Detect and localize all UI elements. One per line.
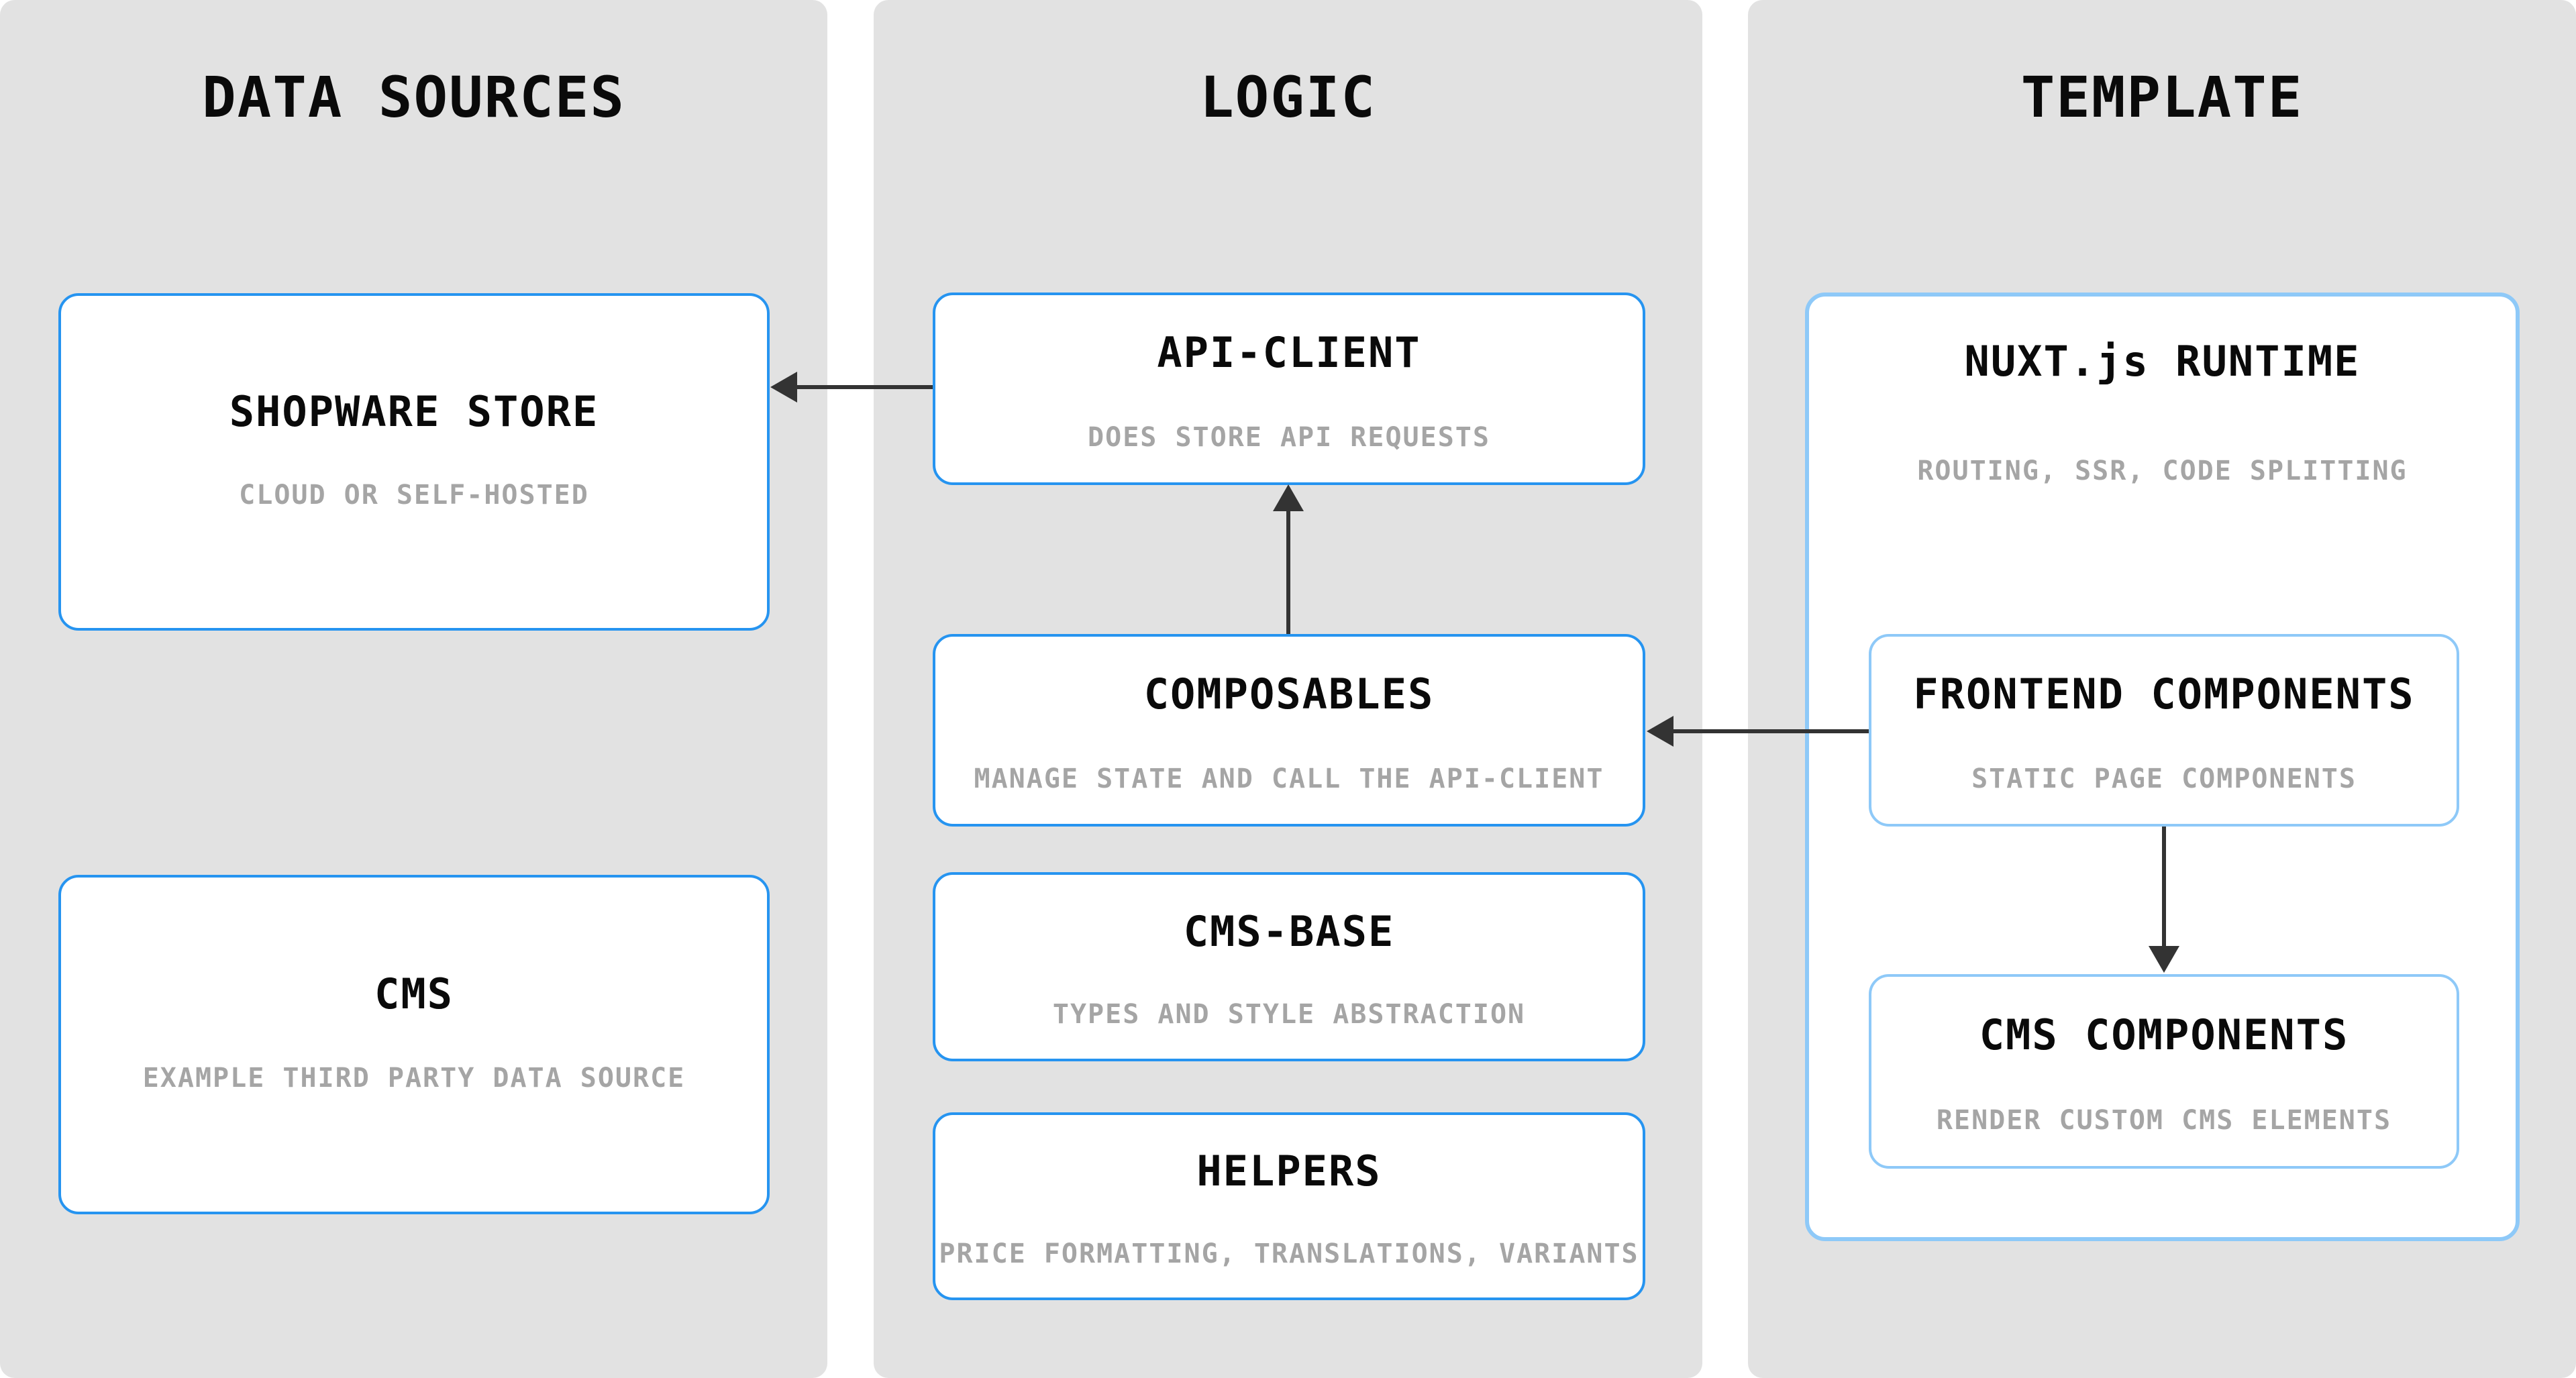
box-subtitle: TYPES AND STYLE ABSTRACTION [1052,999,1526,1030]
column-heading-template: TEMPLATE [2020,64,2304,130]
box-subtitle: EXAMPLE THIRD PARTY DATA SOURCE [142,1062,686,1094]
box-subtitle: ROUTING, SSR, CODE SPLITTING [1917,456,2408,486]
box-title: API-CLIENT [1157,328,1421,378]
box-subtitle: PRICE FORMATTING, TRANSLATIONS, VARIANTS [939,1238,1639,1269]
box-composables: COMPOSABLES MANAGE STATE AND CALL THE AP… [933,634,1645,827]
box-shopware-store: SHOPWARE STORE CLOUD OR SELF-HOSTED [58,293,770,631]
arrowhead-left-icon [1647,716,1673,747]
box-title: SHOPWARE STORE [229,387,599,437]
box-subtitle: MANAGE STATE AND CALL THE API-CLIENT [974,763,1604,795]
box-subtitle: STATIC PAGE COMPONENTS [1971,763,2357,795]
box-cms-components: CMS COMPONENTS RENDER CUSTOM CMS ELEMENT… [1869,974,2459,1169]
arrowhead-left-icon [770,372,797,403]
arrow-line-composables-to-api-client [1286,509,1290,634]
box-subtitle: DOES STORE API REQUESTS [1088,422,1490,454]
arrowhead-down-icon [2149,946,2179,973]
box-frontend-components: FRONTEND COMPONENTS STATIC PAGE COMPONEN… [1869,634,2459,827]
arrow-line-api-client-to-shopware-store [796,385,933,389]
box-title: CMS COMPONENTS [1979,1010,2349,1060]
column-heading-data-sources: DATA SOURCES [202,64,625,130]
box-title: NUXT.js RUNTIME [1964,337,2361,386]
box-helpers: HELPERS PRICE FORMATTING, TRANSLATIONS, … [933,1112,1645,1300]
box-subtitle: CLOUD OR SELF-HOSTED [239,480,589,511]
box-cms-base: CMS-BASE TYPES AND STYLE ABSTRACTION [933,872,1645,1061]
box-title: COMPOSABLES [1143,670,1435,719]
arrow-line-frontend-components-to-composables [1672,729,1869,733]
column-heading-logic: LOGIC [1200,64,1376,130]
arrow-line-frontend-components-to-cms-components [2162,827,2166,947]
box-title: CMS-BASE [1183,906,1395,956]
box-cms: CMS EXAMPLE THIRD PARTY DATA SOURCE [58,875,770,1214]
box-subtitle: RENDER CUSTOM CMS ELEMENTS [1936,1105,2392,1136]
arrowhead-up-icon [1273,484,1304,511]
box-title: HELPERS [1196,1147,1382,1196]
box-title: FRONTEND COMPONENTS [1913,670,2415,719]
box-api-client: API-CLIENT DOES STORE API REQUESTS [933,293,1645,485]
box-title: CMS [374,969,454,1019]
